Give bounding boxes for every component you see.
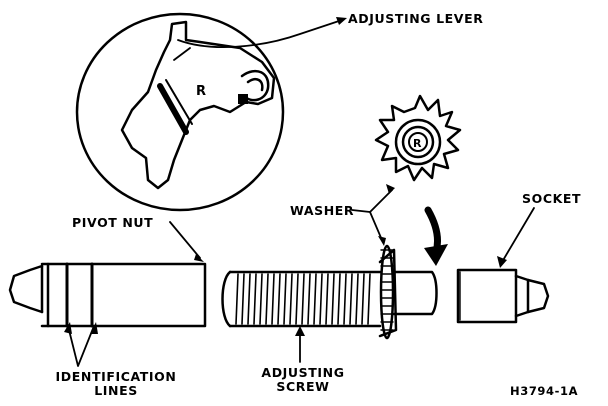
leader-socket [501,207,535,263]
label-pivot-nut: PIVOT NUT [72,215,154,230]
wheel-r-mark: R [413,137,422,150]
leader-pivot-nut [169,221,201,259]
label-identification-lines: IDENTIFICATION LINES [36,370,196,398]
adjusting-screw [221,248,438,338]
star-wheel [374,94,462,182]
lever-r-mark: R [196,84,206,99]
label-identification-lines-1: IDENTIFICATION [55,369,177,384]
leader-adjusting-lever [177,19,343,49]
label-adjusting-screw: ADJUSTING SCREW [248,366,358,394]
label-washer: WASHER [290,203,355,218]
detail-circle [75,12,285,212]
label-identification-lines-2: LINES [94,383,138,398]
washer-part [379,244,395,340]
pivot-nut [8,262,207,328]
leader-washer [351,189,393,213]
adjusting-lever-part [120,20,276,190]
socket-part [456,268,550,324]
label-socket: SOCKET [522,191,582,206]
leader-identification-lines [67,325,95,367]
figure-id: H3794-1A [510,384,579,398]
label-adjusting-screw-2: SCREW [276,379,330,394]
rotation-arrow [424,206,442,256]
label-adjusting-screw-1: ADJUSTING [261,365,345,380]
label-adjusting-lever: ADJUSTING LEVER [348,11,484,26]
